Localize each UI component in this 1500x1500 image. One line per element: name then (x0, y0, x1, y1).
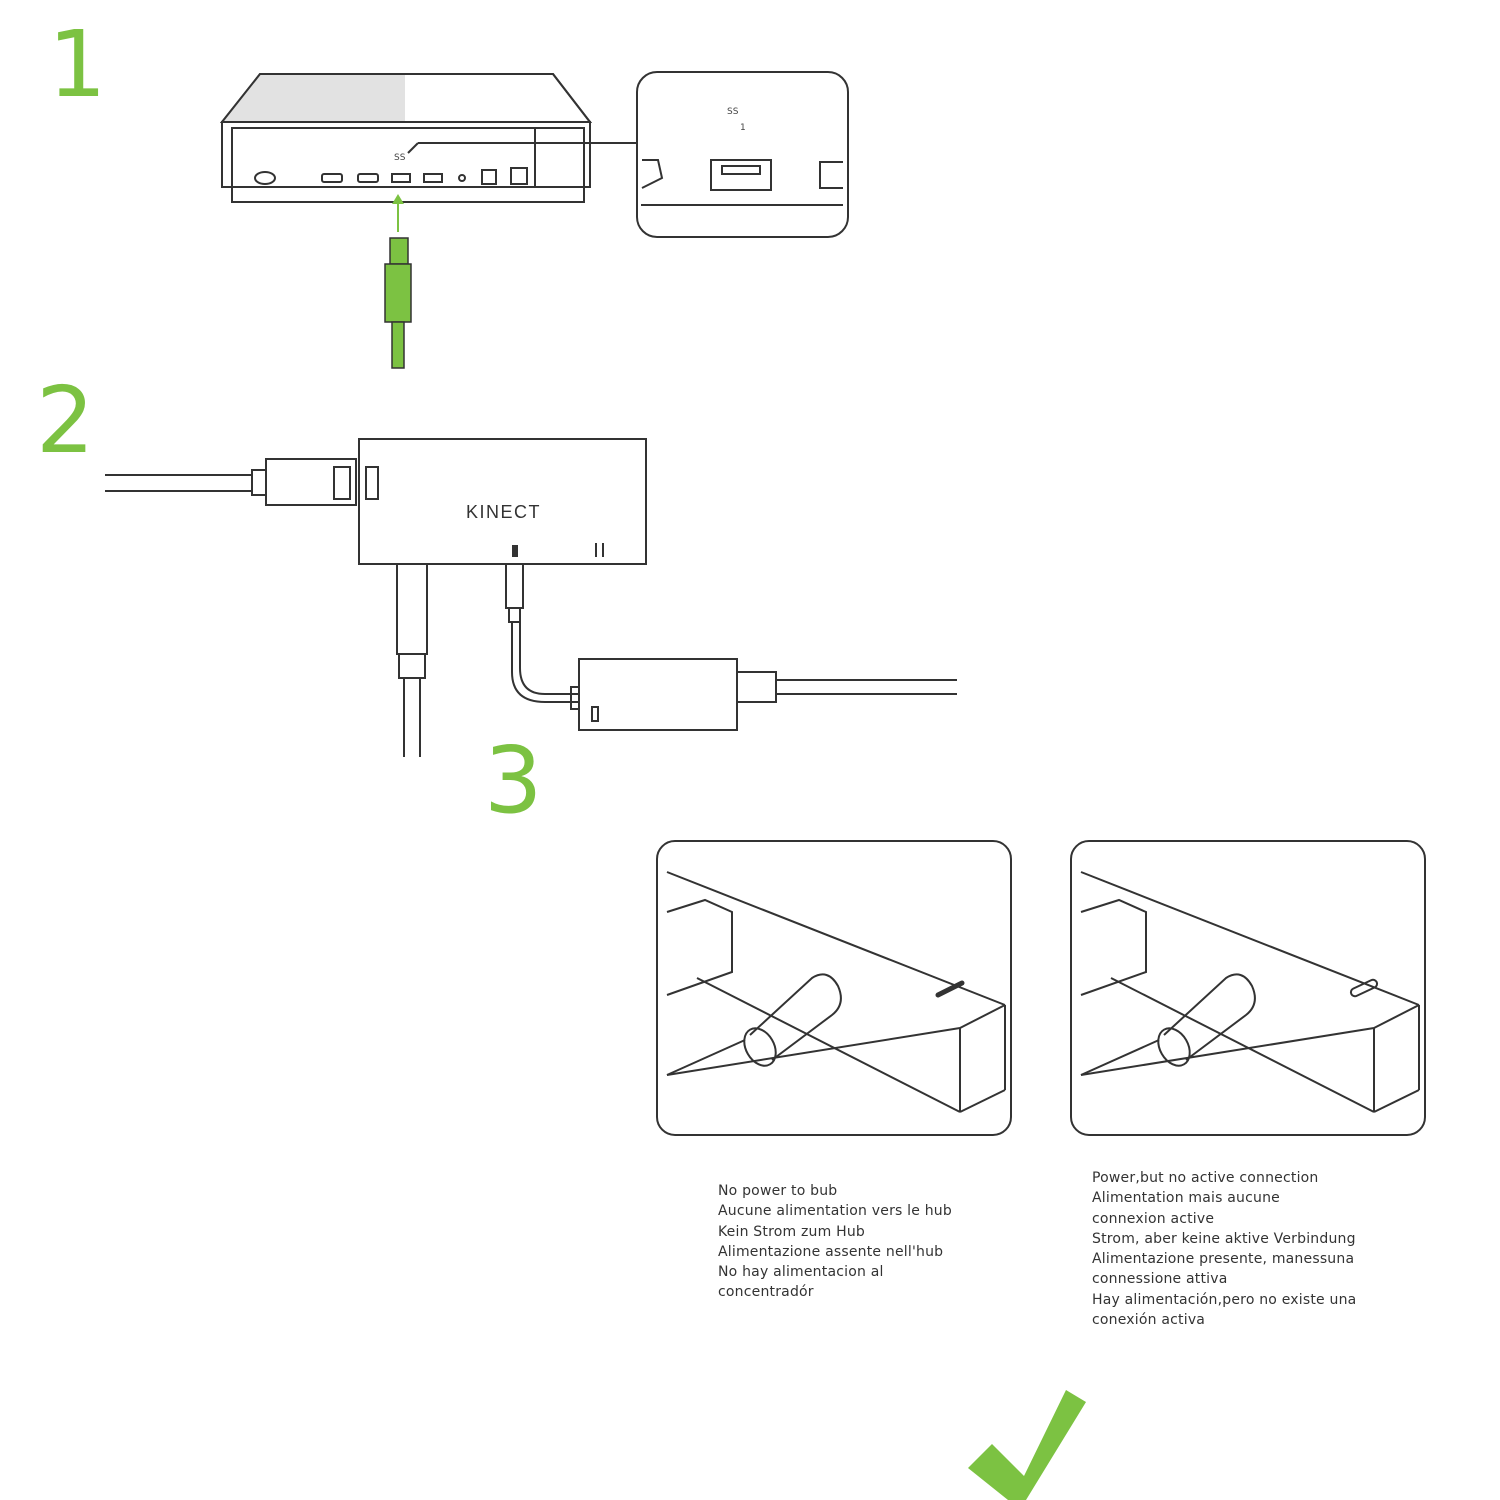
panel-no-power (656, 840, 1012, 1136)
kinect-hub-label: KINECT (466, 502, 541, 522)
caption-line: Hay alimentación,pero no existe una (1092, 1291, 1357, 1308)
caption-line: Strom, aber keine aktive Verbindung (1092, 1230, 1356, 1247)
step-1-number: 1 (48, 11, 107, 118)
step-2-number: 2 (36, 367, 95, 474)
step-3-number: 3 (484, 727, 543, 834)
caption-line: Power,but no active connection (1092, 1170, 1319, 1186)
xbox-console (219, 73, 636, 203)
usb-port-zoom-inset (636, 71, 849, 238)
caption-line: No power to bub (718, 1183, 838, 1199)
caption-line: Alimentazione assente nell'hub (718, 1243, 944, 1260)
checkmark-icon (968, 1390, 1086, 1500)
caption-line: conexión activa (1092, 1312, 1206, 1329)
inset-usb-label: SS (727, 107, 739, 117)
caption-line: Alimentazione presente, manessuna (1092, 1251, 1355, 1268)
caption-power-no-connection: Power,but no active connection Alimentat… (1092, 1168, 1356, 1330)
panel-power-no-connection (1070, 840, 1426, 1136)
usb-plug-green (384, 194, 412, 369)
caption-line: Alimentation mais aucune (1092, 1190, 1280, 1207)
caption-line: Aucune alimentation vers le hub (718, 1203, 952, 1220)
caption-line: No hay alimentacion al (718, 1264, 884, 1281)
console-port-label: SS (394, 153, 406, 163)
kinect-hub (105, 438, 957, 757)
caption-line: connessione attiva (1092, 1271, 1228, 1288)
caption-line: concentradór (718, 1284, 814, 1301)
caption-line: Kein Strom zum Hub (718, 1223, 865, 1240)
inset-port-number: 1 (740, 123, 746, 133)
caption-no-power: No power to bub Aucune alimentation vers… (718, 1181, 952, 1303)
caption-line: connexion active (1092, 1210, 1215, 1227)
